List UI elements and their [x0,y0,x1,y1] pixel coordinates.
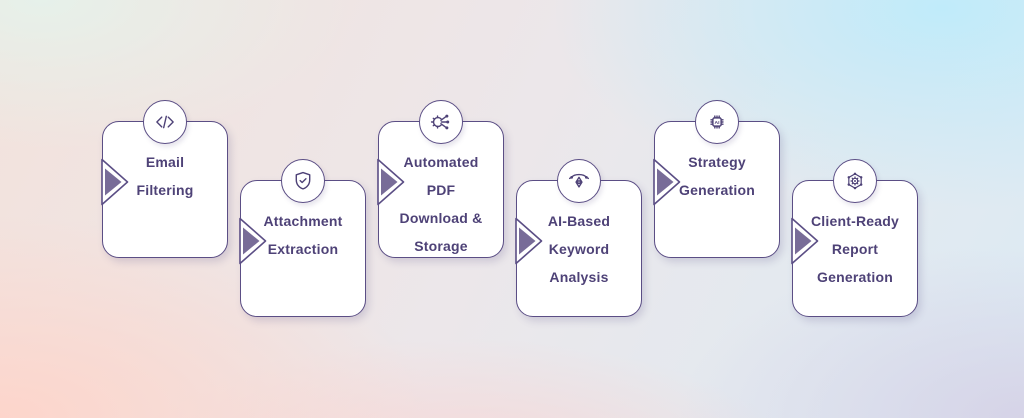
gear-network-icon [847,172,863,190]
icon-badge [281,159,325,203]
pen-tool-icon [568,173,590,188]
chevron-arrow-icon [377,158,405,206]
step-label: AI-Based Keyword Analysis [547,213,611,285]
step-card: AI Strategy Generation [653,100,780,258]
step-card: Client-Ready Report Generation [791,159,918,317]
svg-text:AI: AI [715,120,721,126]
step-label: Automated PDF Download & Storage [399,154,483,254]
step-client-report-generation: Client-Ready Report Generation [791,159,918,317]
shield-check-icon [295,171,311,190]
step-ai-keyword-analysis: AI-Based Keyword Analysis [515,159,642,317]
step-card: Attachment Extraction [239,159,366,317]
step-card: AI-Based Keyword Analysis [515,159,642,317]
step-email-filtering: Email Filtering [101,100,228,258]
chevron-arrow-icon [653,158,681,206]
chevron-arrow-icon [515,217,543,265]
step-label: Attachment Extraction [263,213,343,257]
icon-badge [557,159,601,203]
chevron-arrow-icon [239,217,267,265]
step-strategy-generation: AI Strategy Generation [653,100,780,258]
step-attachment-extraction: Attachment Extraction [239,159,366,317]
step-label: Email Filtering [136,154,194,198]
code-icon [156,115,174,129]
icon-badge: AI [695,100,739,144]
icon-badge [419,100,463,144]
icon-badge [143,100,187,144]
chevron-arrow-icon [101,158,129,206]
step-label: Strategy Generation [679,154,755,198]
icon-badge [833,159,877,203]
gear-share-icon [430,114,450,130]
ai-chip-icon: AI [710,115,724,129]
step-card: Automated PDF Download & Storage [377,100,504,258]
chevron-arrow-icon [791,217,819,265]
step-automated-pdf-download-storage: Automated PDF Download & Storage [377,100,504,258]
step-label: Client-Ready Report Generation [811,213,899,285]
step-card: Email Filtering [101,100,228,258]
